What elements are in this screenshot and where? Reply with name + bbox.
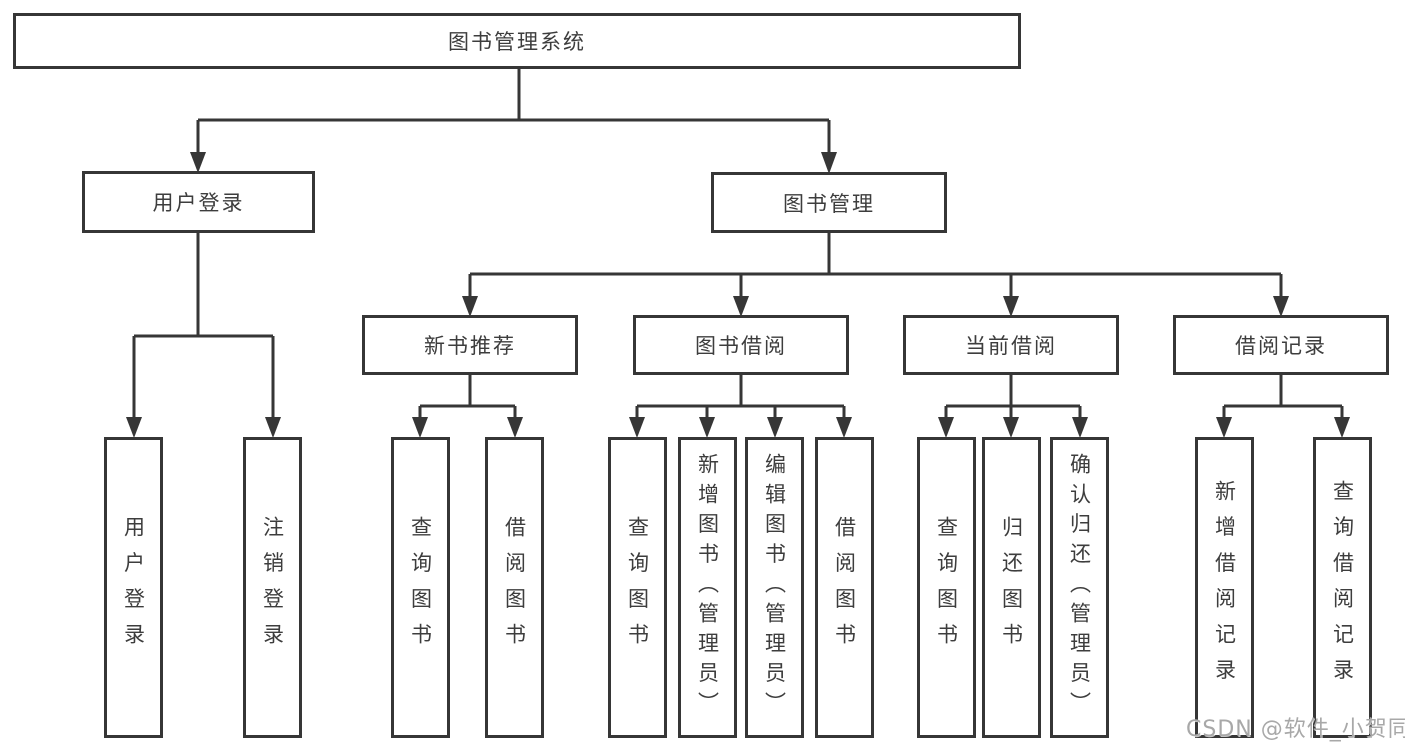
csdn-watermark: CSDN @软件_小贺同学 <box>1186 717 1405 742</box>
connector-user-login <box>132 233 275 418</box>
node-label: 新书推荐 <box>424 334 516 358</box>
leaf-query-books-borrow: 查询图书 <box>608 437 667 738</box>
leaf-label: 借阅图书 <box>832 516 857 659</box>
leaf-confirm-return-admin: 确认归还（管理员） <box>1050 437 1109 738</box>
arrowheads-user-login <box>126 417 281 438</box>
connector-borrow-records <box>1222 374 1344 418</box>
arrowheads-borrow-records <box>1216 417 1350 438</box>
leaf-add-borrow-record: 新增借阅记录 <box>1195 437 1254 738</box>
node-book-borrowing: 图书借阅 <box>633 315 849 375</box>
arrowheads-level2 <box>190 152 837 174</box>
connector-book-borrow <box>635 374 846 418</box>
leaf-query-books-current: 查询图书 <box>917 437 976 738</box>
leaf-label: 归还图书 <box>999 516 1024 659</box>
connector-current-borrow <box>944 374 1082 418</box>
arrowheads-book-borrow <box>629 417 852 438</box>
connector-root-to-level2 <box>196 68 831 153</box>
leaf-label: 注销登录 <box>260 516 285 659</box>
leaf-add-book-admin: 新增图书（管理员） <box>678 437 737 738</box>
leaf-return-book: 归还图书 <box>982 437 1041 738</box>
leaf-label: 确认归还（管理员） <box>1067 453 1092 722</box>
leaf-label: 用户登录 <box>121 516 146 659</box>
leaf-query-books-recommend: 查询图书 <box>391 437 450 738</box>
node-label: 图书管理 <box>783 191 875 216</box>
leaf-logout: 注销登录 <box>243 437 302 738</box>
node-borrowing-records: 借阅记录 <box>1173 315 1389 375</box>
arrowheads-current-borrow <box>938 417 1088 438</box>
leaf-label: 编辑图书（管理员） <box>762 453 787 722</box>
node-new-book-recommendation: 新书推荐 <box>362 315 578 375</box>
node-label: 用户登录 <box>152 191 245 215</box>
leaf-label: 新增图书（管理员） <box>695 453 720 722</box>
leaf-query-borrow-record: 查询借阅记录 <box>1313 437 1372 738</box>
leaf-edit-book-admin: 编辑图书（管理员） <box>745 437 804 738</box>
node-label: 图书管理系统 <box>448 30 586 54</box>
connector-book-mgmt <box>468 232 1283 297</box>
node-label: 图书借阅 <box>695 334 787 358</box>
leaf-user-login: 用户登录 <box>104 437 163 738</box>
leaf-label: 借阅图书 <box>502 516 527 659</box>
leaf-label: 查询图书 <box>408 516 433 659</box>
arrowheads-book-mgmt <box>462 296 1289 317</box>
node-user-login: 用户登录 <box>82 171 315 233</box>
arrowheads-new-book <box>412 417 523 438</box>
leaf-label: 查询图书 <box>934 516 959 659</box>
node-label: 借阅记录 <box>1235 334 1327 358</box>
leaf-label: 查询图书 <box>625 516 650 659</box>
connector-new-book <box>418 374 517 418</box>
node-library-management-system: 图书管理系统 <box>13 13 1021 69</box>
node-current-borrowing: 当前借阅 <box>903 315 1119 375</box>
node-label: 当前借阅 <box>965 334 1057 358</box>
leaf-label: 新增借阅记录 <box>1212 480 1237 695</box>
leaf-borrow-books: 借阅图书 <box>815 437 874 738</box>
leaf-borrow-books-recommend: 借阅图书 <box>485 437 544 738</box>
node-book-management: 图书管理 <box>711 172 947 233</box>
leaf-label: 查询借阅记录 <box>1330 480 1355 695</box>
